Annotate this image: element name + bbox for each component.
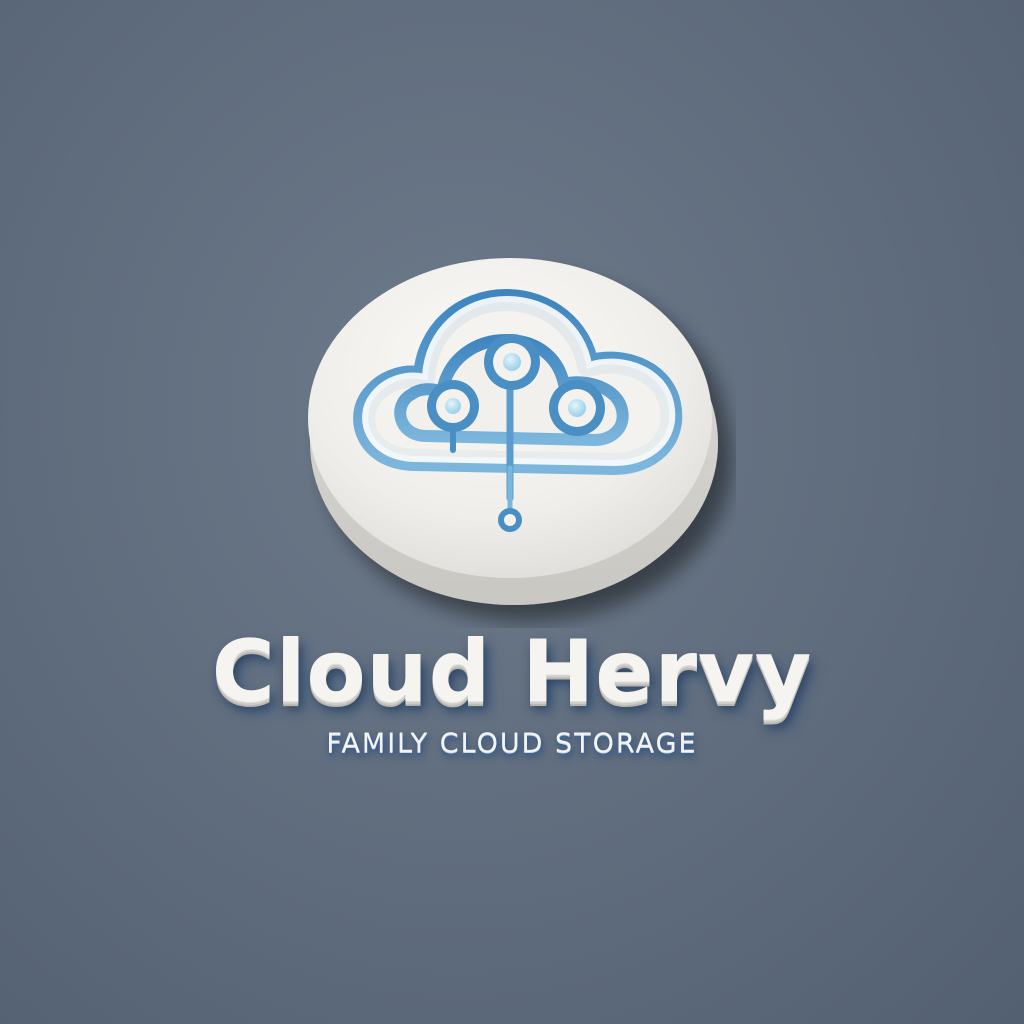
brand-tagline: FAMILY CLOUD STORAGE [326, 728, 698, 759]
node-right [549, 380, 605, 436]
node-top [484, 334, 540, 390]
cloud-network-icon [308, 258, 718, 605]
node-bottom [498, 508, 522, 532]
node-left [427, 380, 479, 432]
brand-name: Cloud Hervy [211, 622, 813, 722]
